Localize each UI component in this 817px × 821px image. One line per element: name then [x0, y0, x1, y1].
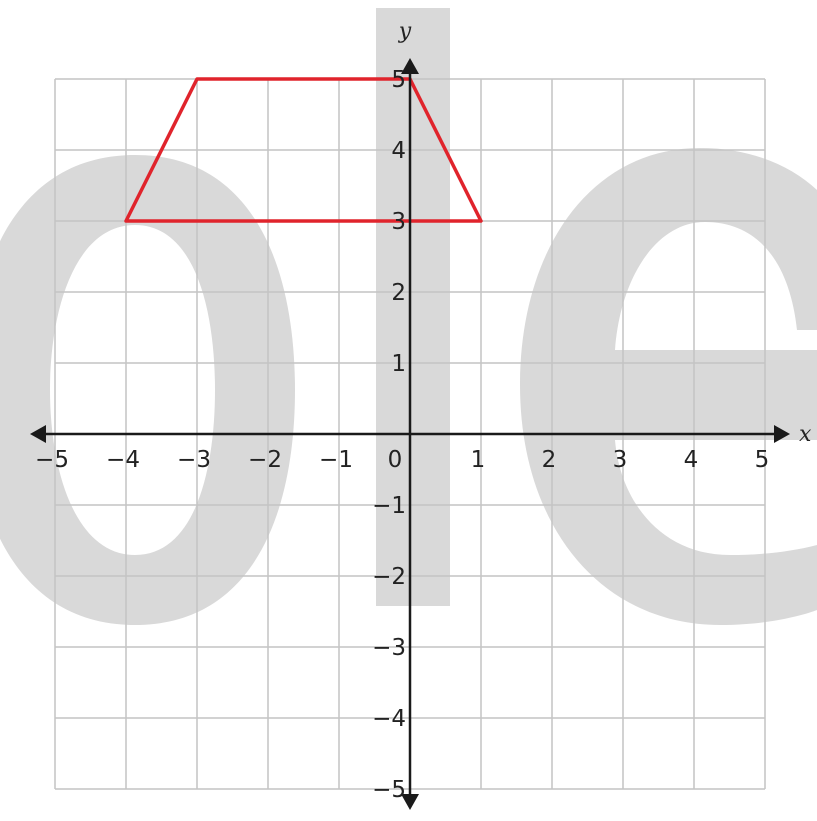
- x-tick-label: 0: [388, 447, 403, 473]
- y-tick-label: −4: [372, 706, 406, 732]
- y-tick-label: −3: [372, 635, 406, 661]
- x-tick-labels: −5 −4 −3 −2 −1 0 1 2 3 4 5: [35, 447, 769, 473]
- y-tick-label: −1: [372, 493, 406, 519]
- y-axis-down-arrow-icon: [401, 794, 419, 810]
- y-tick-labels: −5 −4 −3 −2 −1 1 2 3 4 5: [372, 67, 406, 803]
- x-tick-label: 4: [684, 447, 699, 473]
- x-tick-label: −1: [319, 447, 353, 473]
- x-tick-label: 5: [755, 447, 770, 473]
- y-tick-label: 3: [391, 209, 406, 235]
- y-tick-label: −2: [372, 564, 406, 590]
- y-tick-label: 4: [391, 138, 406, 164]
- x-axis-left-arrow-icon: [30, 425, 46, 443]
- x-tick-label: 1: [471, 447, 486, 473]
- y-tick-label: 2: [391, 280, 406, 306]
- x-tick-label: −4: [106, 447, 140, 473]
- x-tick-label: −2: [248, 447, 282, 473]
- x-tick-label: 3: [613, 447, 628, 473]
- y-axis-label: y: [398, 19, 412, 44]
- watermark-e-shape: [520, 148, 817, 625]
- y-tick-label: 1: [391, 351, 406, 377]
- watermark-l-shape: [376, 8, 450, 606]
- x-axis-right-arrow-icon: [774, 425, 790, 443]
- y-tick-label: −5: [372, 777, 406, 803]
- x-tick-label: 2: [542, 447, 557, 473]
- y-tick-label: 5: [391, 67, 406, 93]
- x-tick-label: −3: [177, 447, 211, 473]
- x-axis-label: x: [799, 422, 812, 447]
- x-tick-label: −5: [35, 447, 69, 473]
- axes: [30, 58, 790, 810]
- watermark-o-shape: [0, 155, 295, 625]
- y-axis-up-arrow-icon: [401, 58, 419, 74]
